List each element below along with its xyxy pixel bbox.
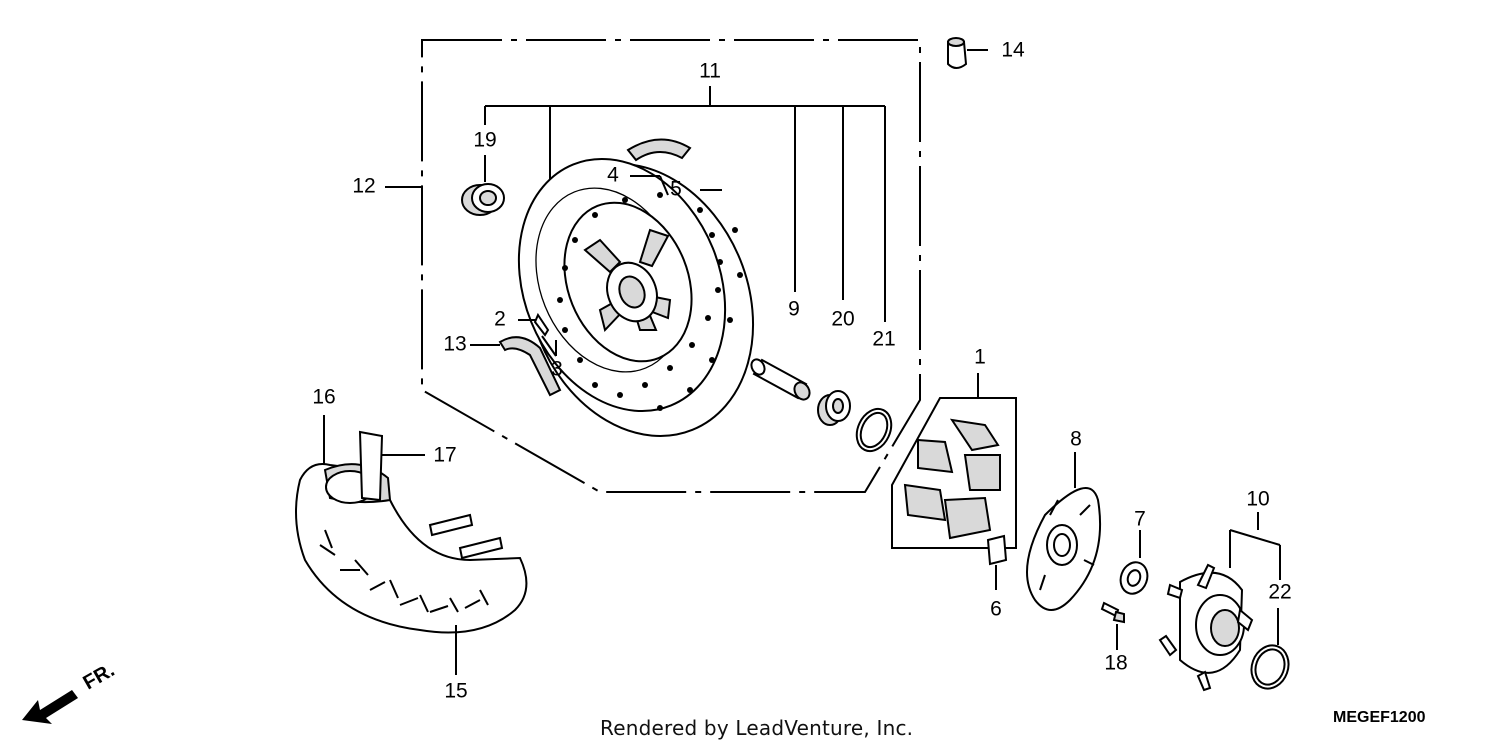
front-direction-arrow-icon [22,690,78,724]
callout-22: 22 [1268,581,1291,604]
callout-1: 1 [974,346,986,369]
callout-6: 6 [990,598,1002,621]
balance-weights-4-5 [626,138,722,196]
bearing-19 [461,155,505,216]
callout-14: 14 [1001,39,1025,62]
o-ring-22 [1250,608,1290,690]
callout-7: 7 [1134,508,1146,531]
bolt-18 [1100,601,1125,650]
collar-9 [750,358,811,401]
sprocket-hub-10 [1158,512,1281,692]
diagram-code: MEGEF1200 [1333,709,1426,726]
callout-16: 16 [312,386,335,409]
assembly-boundary [421,39,921,493]
callout-17: 17 [433,444,456,467]
callout-4: 4 [607,164,619,187]
callout-15: 15 [444,680,467,703]
callout-3: 3 [551,358,563,381]
washer-7 [1119,530,1149,595]
callout-2: 2 [494,308,506,331]
callout-18: 18 [1104,652,1127,675]
collar-6 [986,534,1008,590]
driven-flange-8 [1026,452,1102,611]
tire-and-tube-15-16-17 [295,415,528,675]
credit-line: Rendered by LeadVenture, Inc. [600,716,914,740]
valve-cap-14 [947,37,988,69]
callout-10: 10 [1246,488,1269,511]
callout-19: 19 [473,129,496,152]
callout-12: 12 [352,175,375,198]
front-marker-label: FR. [80,659,119,694]
callout-21: 21 [872,328,895,351]
bearing-20 [817,390,851,426]
callout-11: 11 [699,60,721,83]
callout-8: 8 [1070,428,1082,451]
damper-set-1 [891,373,1017,549]
callout-13: 13 [443,333,466,356]
callout-5: 5 [670,178,682,201]
rear-wheel [517,157,755,437]
callout-9: 9 [788,298,800,321]
callout-20: 20 [831,308,854,331]
o-ring-21 [855,407,893,453]
valve-and-weight-2-3-13 [470,312,562,397]
